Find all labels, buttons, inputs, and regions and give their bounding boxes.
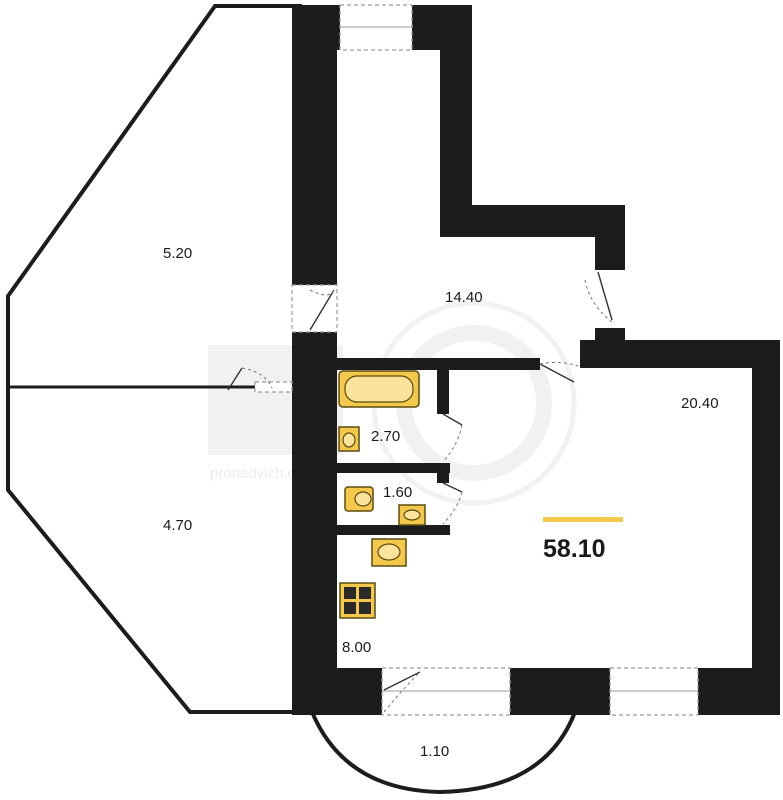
wall-hall-right-stub (595, 205, 625, 270)
windows (339, 4, 699, 716)
total-area-value: 58.10 (543, 535, 606, 563)
door-terrace-bottom-leaf (227, 367, 243, 391)
door-hall-right-arc (584, 279, 613, 323)
toilet-bowl-icon (354, 491, 372, 507)
room-labels: 5.20 4.70 14.40 20.40 2.70 1.60 8.00 1.1… (163, 245, 719, 760)
door-balcony-leaf (383, 671, 421, 691)
wall-living-top (580, 340, 780, 368)
terrace-top-area: 5.20 (163, 245, 192, 262)
wall-wc-right (437, 463, 449, 483)
stove-burner-3-icon (344, 602, 356, 614)
wall-living-right (752, 340, 780, 715)
kitchen-sink-bowl-icon (377, 543, 401, 561)
hall-area: 14.40 (445, 289, 483, 306)
wall-wc-bottom (330, 525, 450, 535)
total-area: 58.10 (543, 517, 623, 563)
terrace-bottom-area: 4.70 (163, 517, 192, 534)
door-bath-arc (442, 424, 463, 463)
wall-bath-bottom (330, 463, 450, 473)
total-area-accent-bar (543, 517, 623, 522)
wall-bottom-left (292, 668, 382, 715)
toilet-area: 1.60 (383, 484, 412, 501)
stove-burner-1-icon (344, 587, 356, 599)
door-bath-leaf (442, 413, 463, 426)
door-living-leaf (539, 363, 575, 383)
door-balcony-arc (383, 671, 421, 713)
wall-left-mid (292, 332, 337, 670)
walls (292, 5, 780, 715)
wall-hall-right-upper (440, 5, 472, 237)
kitchen-area: 8.00 (342, 639, 371, 656)
door-hall-right-leaf (597, 271, 613, 321)
wall-bottom-right (698, 668, 780, 715)
wall-left-top (292, 5, 337, 285)
door-wc-leaf (442, 482, 463, 493)
wall-bath-right (437, 358, 449, 414)
door-wc-arc (442, 491, 463, 525)
bathtub-basin-icon (344, 375, 414, 403)
watermark-ring-inner-icon (396, 325, 552, 481)
door-opening-terrace-top (291, 284, 338, 333)
balcony-outline (310, 711, 577, 795)
wall-hall-step (440, 205, 625, 237)
wall-top-left-cap (292, 5, 340, 50)
stove-burner-4-icon (359, 602, 371, 614)
fixtures (338, 370, 426, 619)
door-opening-terrace-bottom (254, 381, 293, 393)
wall-bottom-mid (510, 668, 610, 715)
bath-sink-bowl-icon (342, 432, 356, 448)
wall-bath-top (292, 358, 540, 370)
doors (227, 271, 613, 713)
door-living-arc (539, 361, 579, 367)
living-area: 20.40 (681, 395, 719, 412)
wc-sink-bowl-icon (403, 509, 421, 521)
stove-burner-2-icon (359, 587, 371, 599)
watermark-text: pronedvizh.com (210, 465, 316, 482)
door-terrace-top-arc (309, 289, 335, 296)
door-terrace-top-leaf (309, 289, 335, 331)
balcony-area: 1.10 (420, 743, 449, 760)
bathroom-area: 2.70 (371, 428, 400, 445)
door-terrace-bottom-arc (241, 367, 273, 389)
